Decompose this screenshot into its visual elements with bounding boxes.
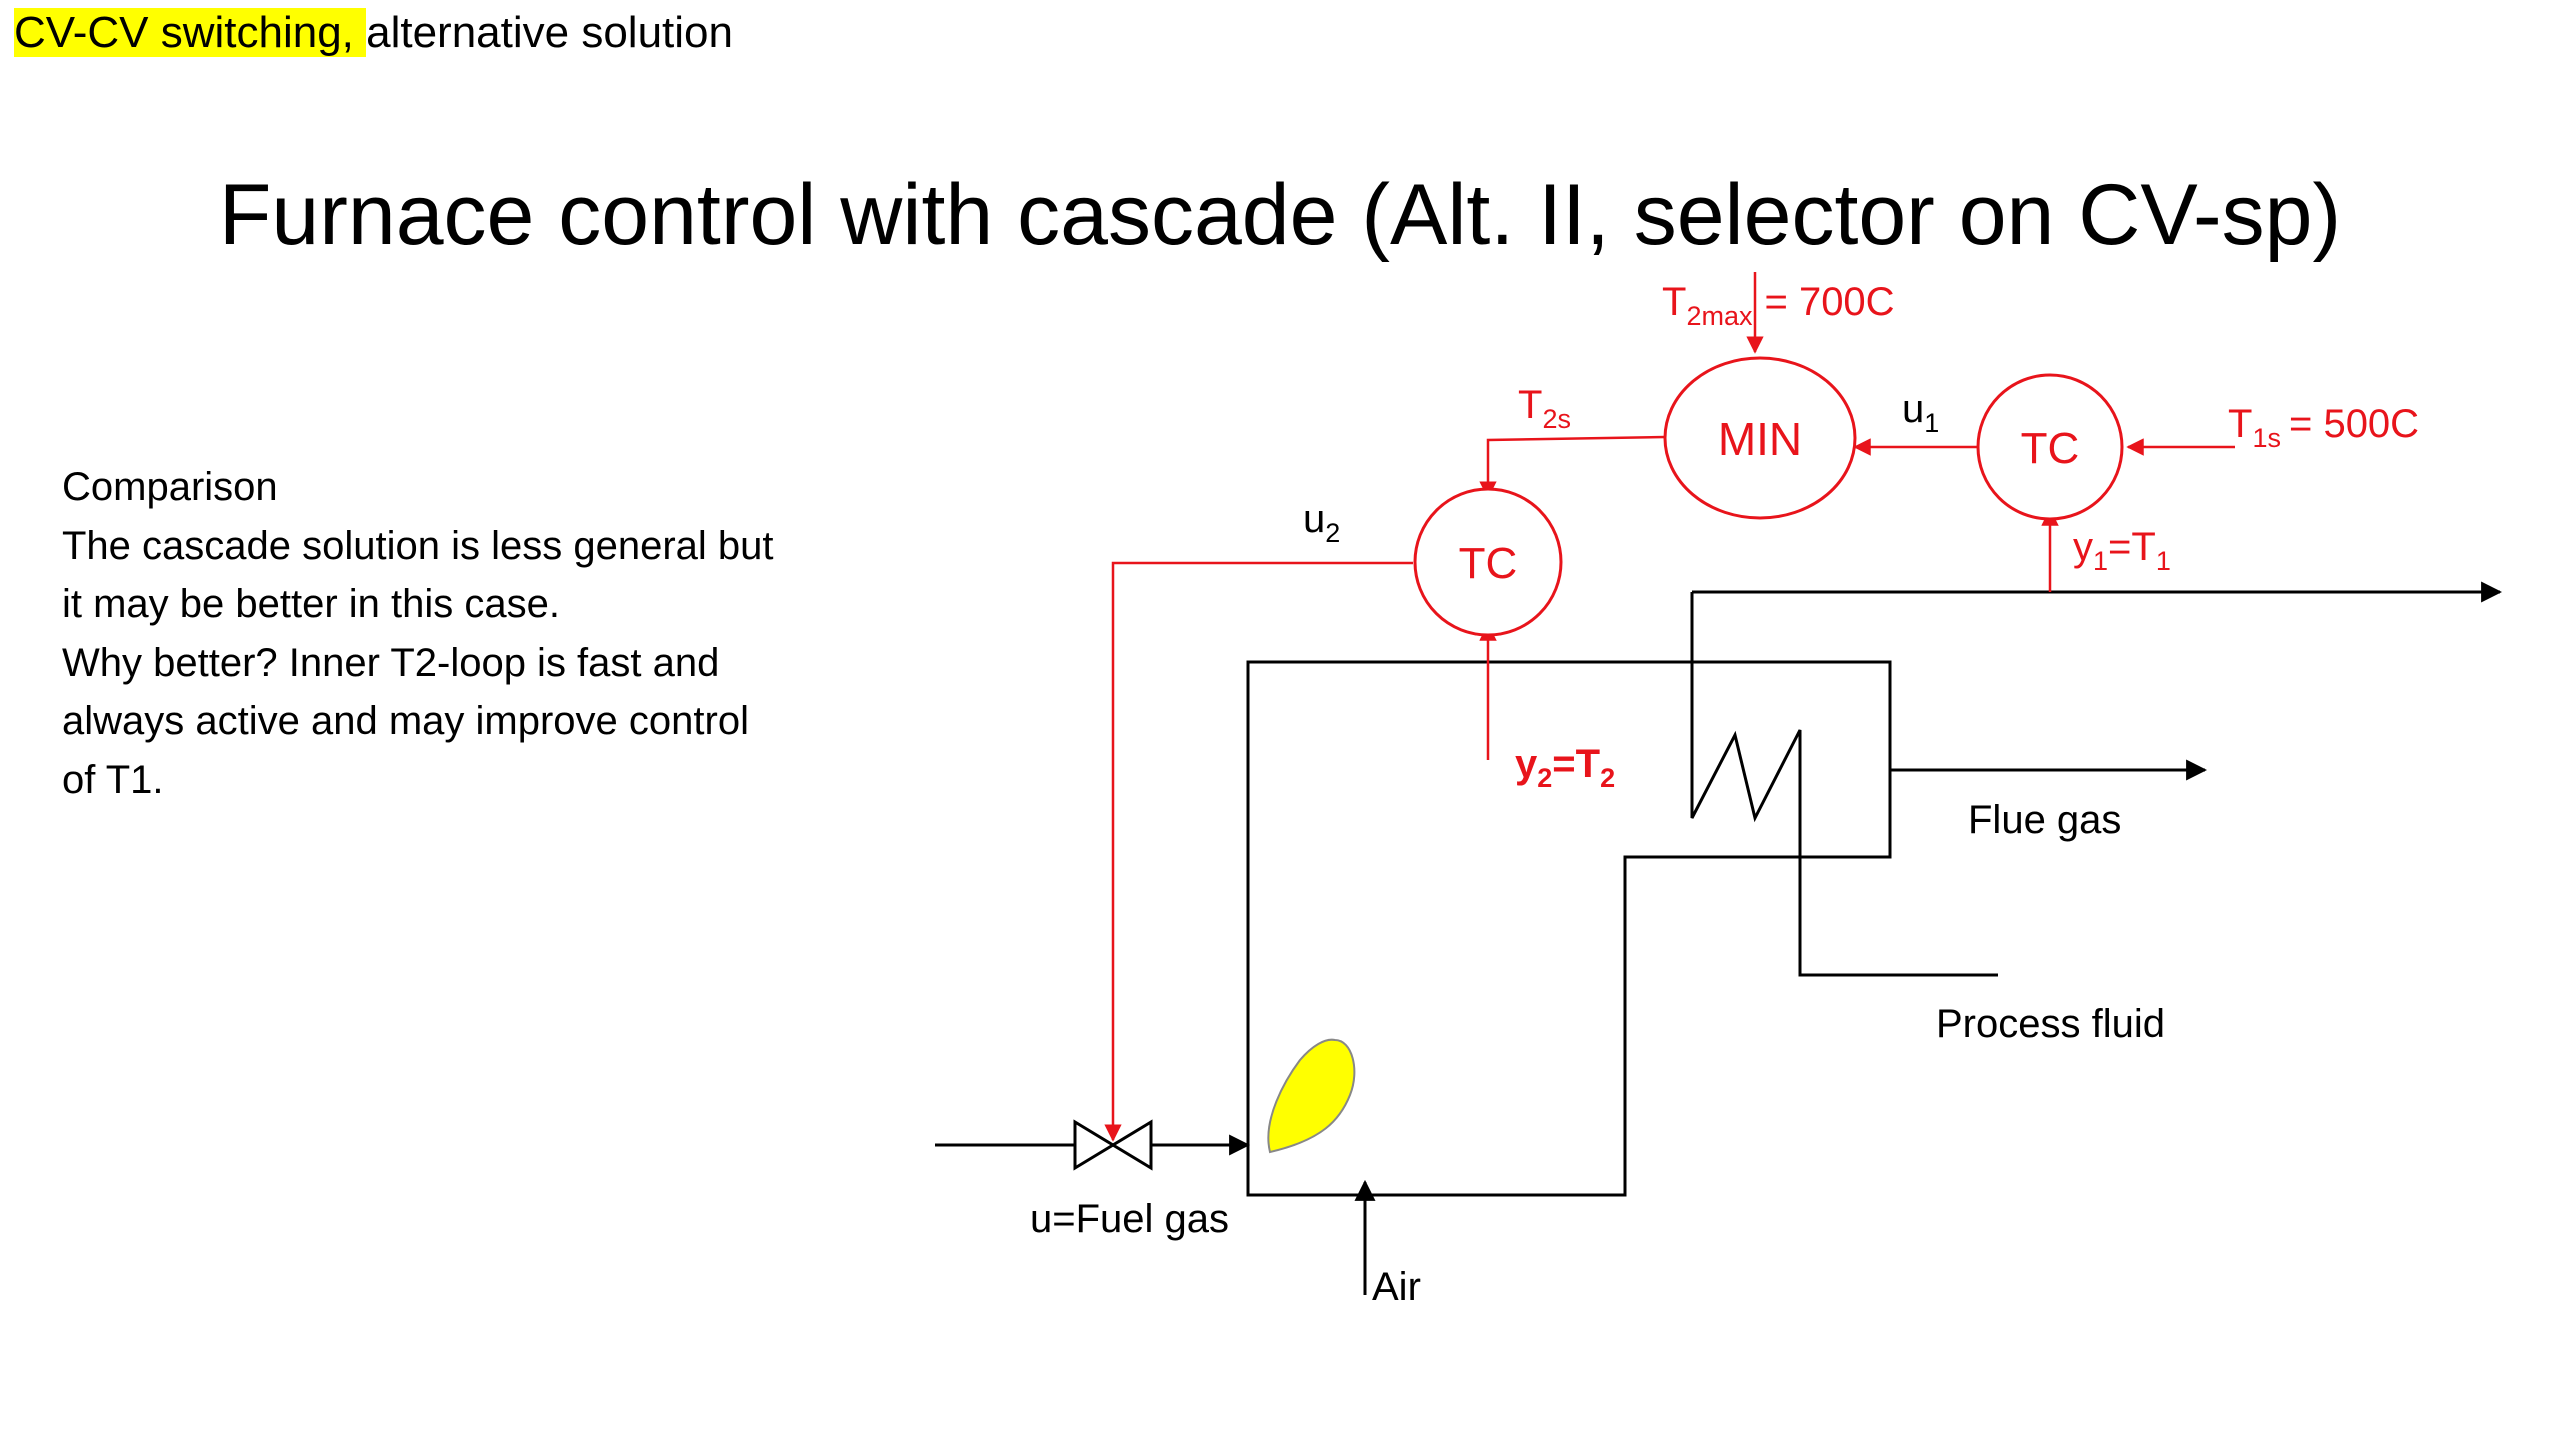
fuel-gas-label: u=Fuel gas: [1030, 1197, 1229, 1241]
process-lines: [935, 581, 2503, 1295]
comparison-line-1: The cascade solution is less general but: [62, 523, 774, 568]
furnace-outline: [1246, 660, 1892, 1197]
y2-label: y2=T2: [1515, 742, 1615, 793]
comparison-line-2: it may be better in this case.: [62, 582, 561, 626]
heating-coil: [1690, 592, 1998, 977]
u2-signal: [1104, 561, 1413, 1142]
header-highlight: CV-CV switching,: [14, 8, 367, 57]
min-label: MIN: [1718, 413, 1802, 465]
inner-tc-controller: [1413, 487, 1563, 637]
t2s-signal: [1479, 435, 1666, 499]
comparison-text: Comparison The cascade solution is less …: [62, 458, 862, 809]
t2s-label: T2s: [1518, 383, 1571, 434]
air-label: Air: [1372, 1265, 1421, 1309]
flue-gas-label: Flue gas: [1968, 798, 2121, 842]
comparison-line-5: of T1.: [62, 757, 164, 802]
t2max-label: T2max= 700C: [1662, 280, 1895, 331]
u2-label: u2: [1303, 497, 1340, 548]
u1-label: u1: [1902, 387, 1939, 438]
outer-tc-label: TC: [2021, 424, 2080, 473]
outer-tc-controller: [1976, 373, 2124, 521]
process-fluid-label: Process fluid: [1936, 1002, 2165, 1046]
control-lines: [1104, 272, 2235, 1142]
comparison-heading: Comparison: [62, 465, 278, 509]
y1-label: y1=T1: [2073, 525, 2171, 576]
fuel-valve-icon: [1073, 1119, 1153, 1171]
t1s-label: T1s= 500C: [2228, 402, 2419, 453]
min-selector-block: [1663, 356, 1857, 520]
comparison-line-4: always active and may improve control: [62, 699, 749, 743]
header-title: CV-CV switching, alternative solution: [14, 4, 733, 62]
comparison-line-3: Why better? Inner T2-loop is fast and: [62, 640, 720, 685]
flame-icon: [1267, 1038, 1356, 1154]
slide-title: Furnace control with cascade (Alt. II, s…: [218, 167, 2342, 263]
header-rest: alternative solution: [366, 8, 733, 57]
inner-tc-label: TC: [1459, 539, 1518, 588]
